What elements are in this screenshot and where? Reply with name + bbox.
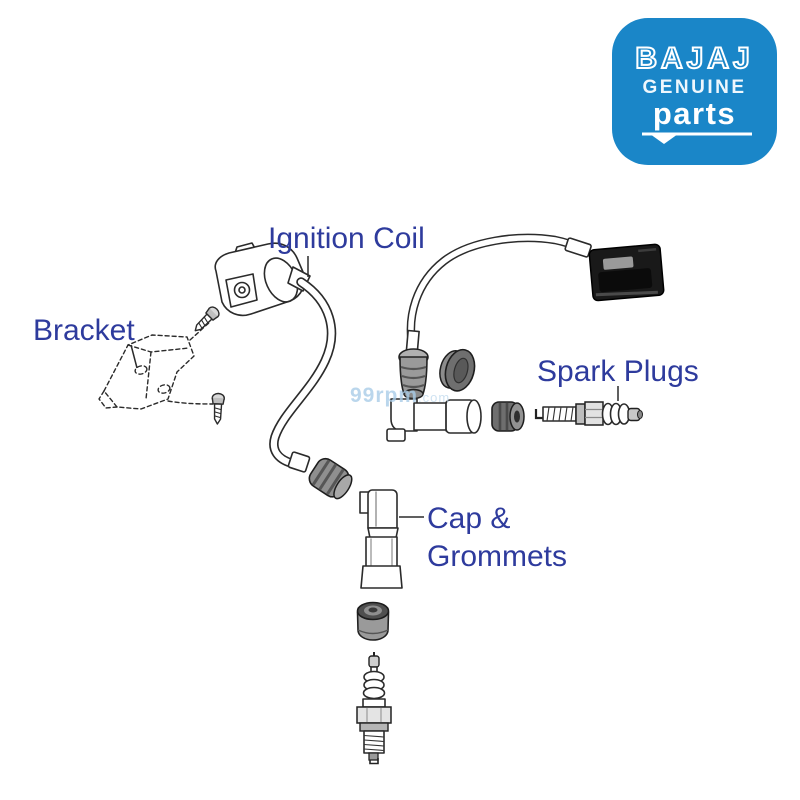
logo-parts-text: parts <box>652 96 737 131</box>
spark-plug-vertical-drawing <box>356 652 392 765</box>
label-bracket: Bracket <box>33 314 135 347</box>
label-cap-grommets: Cap & Grommets <box>427 500 567 576</box>
bracket-drawing <box>98 321 214 410</box>
bajaj-wordmark-text: BAJAJ <box>635 42 753 75</box>
pickup-connector-drawing <box>588 243 665 302</box>
screw-icon <box>190 304 222 336</box>
label-cap-grommets-line2: Grommets <box>427 540 568 573</box>
pickup-cable <box>406 233 592 354</box>
oval-grommet-drawing <box>439 348 476 392</box>
plug-cap-elbow-drawing <box>386 398 482 442</box>
bajaj-wordmark: BAJAJ <box>634 41 753 76</box>
label-spark-plugs: Spark Plugs <box>537 355 699 388</box>
spark-plug-horizontal-drawing <box>534 401 643 426</box>
ht-lead-cable <box>269 277 337 473</box>
small-grommet-drawing <box>491 401 525 432</box>
logo-genuine-text: GENUINE <box>642 77 747 98</box>
watermark: 99rpm.com <box>350 384 450 408</box>
watermark-suffix: .com <box>418 390 451 405</box>
watermark-text: 99rpm <box>350 384 419 407</box>
plug-cap-vertical-drawing <box>359 489 403 589</box>
label-cap-grommets-line1: Cap & <box>427 502 511 535</box>
bajaj-genuine-parts-logo: BAJAJ GENUINE parts <box>612 18 777 165</box>
grommet-drawing <box>356 601 390 641</box>
plug-cap-top-drawing <box>398 329 429 400</box>
grommet-drawing <box>308 457 353 500</box>
screw-icon <box>210 392 226 425</box>
label-ignition-coil: Ignition Coil <box>268 222 425 255</box>
label-pointer-lines <box>130 256 619 518</box>
logo-underline-arrow-icon <box>642 132 752 144</box>
